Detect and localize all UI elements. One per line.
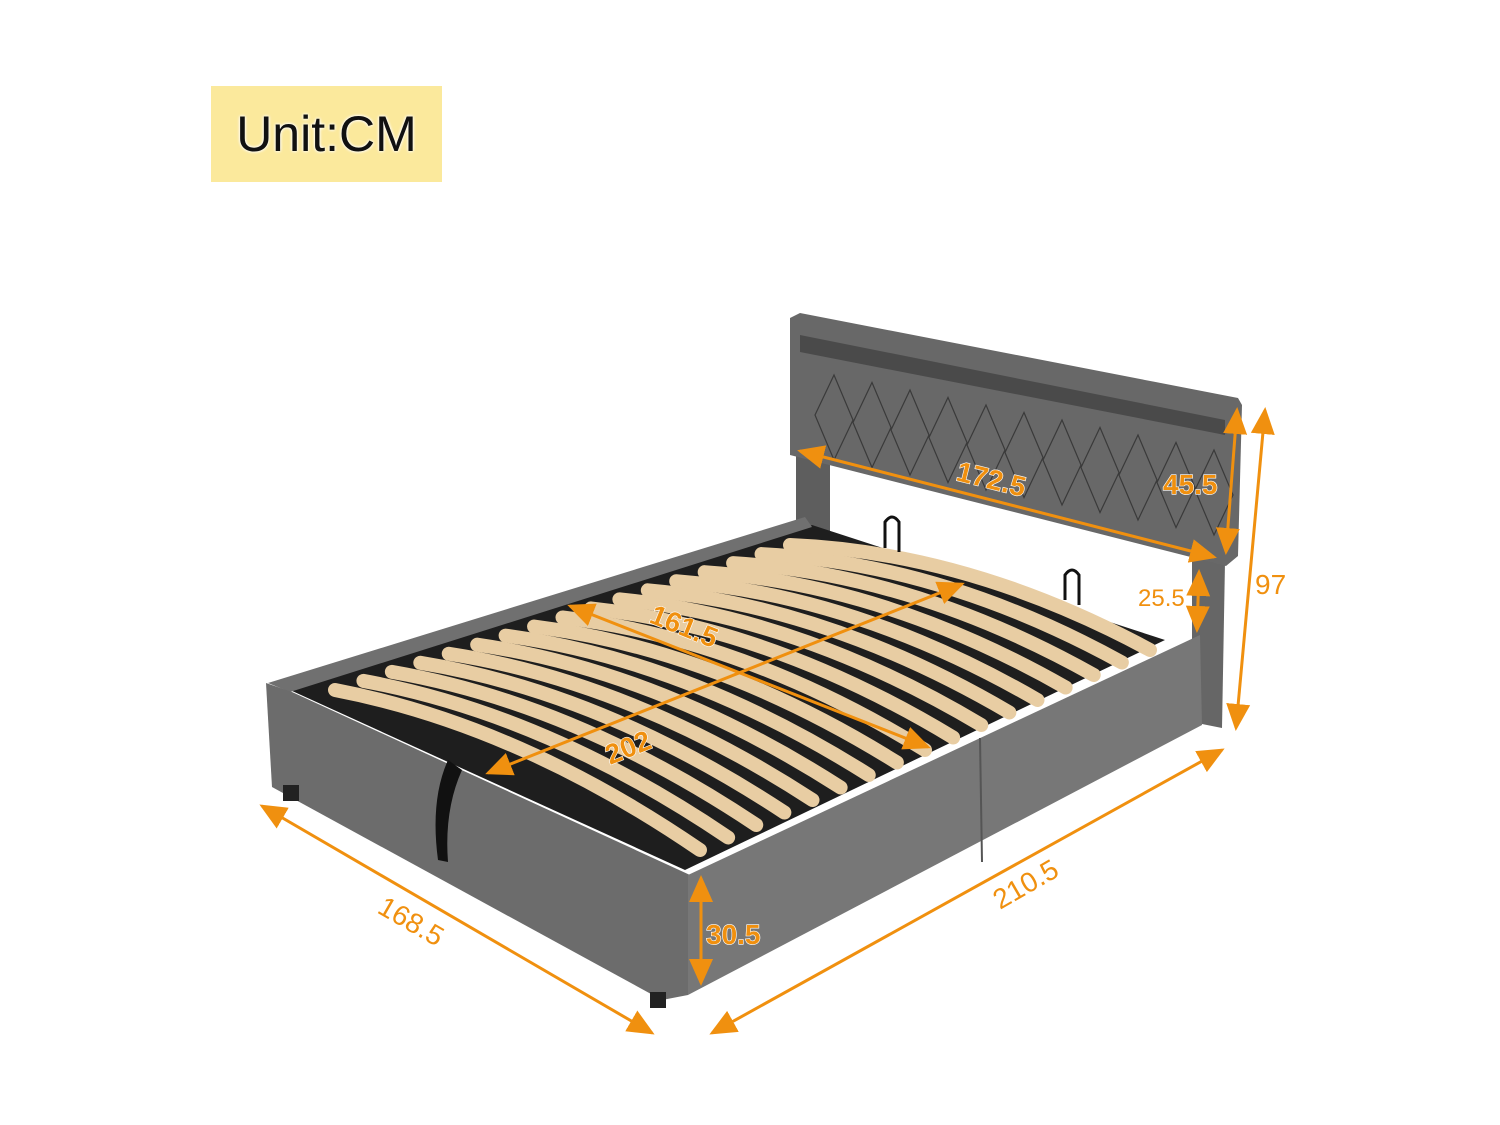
lift-handle [1063,568,1081,605]
label-leg-clearance: 25.5 [1138,585,1185,612]
tuft [814,373,854,462]
lift-handle [883,515,901,552]
leg [650,992,666,1008]
arrow-headboard-width [797,445,1217,563]
label-headboard-height: 45.5 [1163,469,1218,500]
label-total-height: 97 [1255,569,1286,600]
arrow-inner-length [485,581,965,776]
unit-label: Unit:CM [236,106,417,162]
label-frame-height: 30.5 [706,919,761,950]
unit-badge: Unit:CM [211,86,442,182]
label-total-length: 210.5 [988,853,1064,915]
arrow-total-width [259,804,655,1035]
arrow-total-height [1226,407,1275,731]
label-total-width: 168.5 [373,890,449,952]
arrow-total-length [709,748,1225,1035]
headboard-shelf [800,335,1225,435]
arrow-leg-clearance [1185,569,1211,633]
dimension-arrows [259,407,1275,1035]
leg [283,785,299,801]
